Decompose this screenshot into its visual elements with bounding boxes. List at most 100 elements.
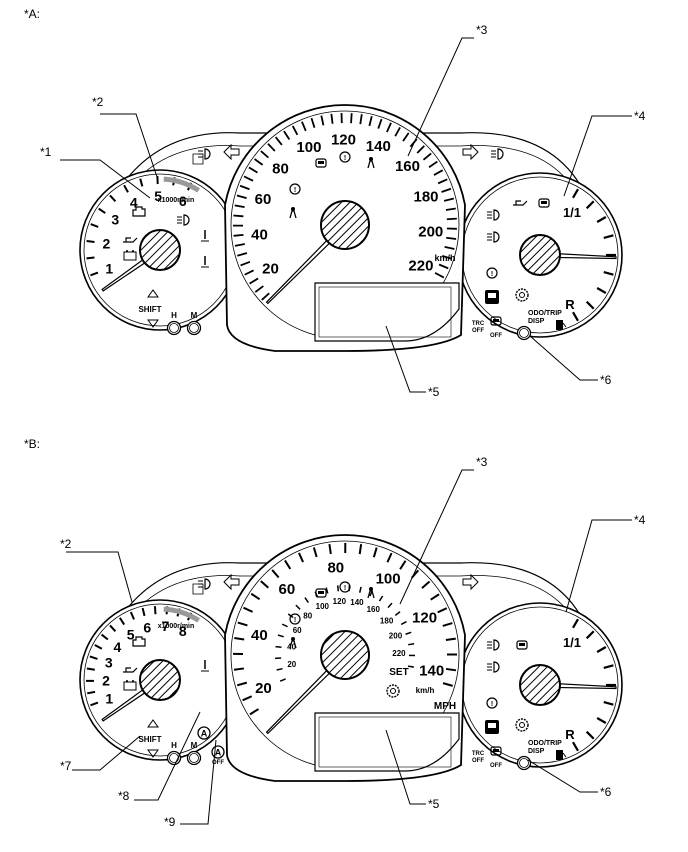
fuel-full-label: 1/1 [563, 635, 581, 650]
speed-tick [283, 130, 291, 140]
mph-tick [328, 543, 332, 555]
battery-icon [123, 681, 137, 691]
shift-down-icon [147, 749, 159, 758]
h-label: H [171, 311, 177, 320]
kmh-tick [281, 623, 288, 628]
car-icon [315, 158, 327, 168]
fuel-tick [585, 730, 595, 740]
mph-number: 20 [255, 680, 272, 697]
fuel-full-label: 1/1 [563, 205, 581, 220]
fuel-tick [596, 287, 607, 294]
lamp-icon [497, 148, 504, 160]
kmh-number: 100 [316, 602, 330, 611]
tach-tick [153, 606, 157, 615]
kmh-tick [407, 665, 415, 668]
speed-tick [434, 272, 445, 279]
disp-label: DISP [528, 748, 545, 755]
fuel-tick [572, 188, 579, 199]
oil-icon [513, 200, 528, 206]
lcd-display [314, 712, 460, 772]
fuel-tick [572, 618, 579, 629]
circle-a-icon: A [215, 748, 222, 758]
speed-tick [248, 166, 258, 174]
lcd-display [314, 282, 460, 342]
car-icon [541, 201, 547, 204]
tach-number: 7 [161, 618, 169, 634]
speed-tick [445, 207, 456, 211]
kmh-number: 120 [333, 597, 347, 606]
speed-tick [433, 169, 444, 176]
kmh-number: 40 [287, 643, 296, 652]
speed-tick [240, 260, 251, 267]
speed-tick [320, 115, 325, 126]
speed-tick [239, 184, 250, 191]
speed-tick [234, 204, 245, 209]
tach-number: 6 [143, 619, 151, 635]
car-icon [493, 319, 499, 322]
brake-icon: ! [491, 701, 493, 708]
fuelpump-icon [556, 750, 563, 760]
person-icon [367, 590, 375, 599]
tach-tick [109, 194, 117, 203]
fuel-hub [519, 234, 561, 276]
callout-5-leader [385, 325, 426, 393]
lamp-icon [493, 231, 500, 243]
callout-4-leader [563, 115, 632, 197]
tach-tick [90, 223, 99, 228]
speed-tick [254, 285, 264, 293]
tach-unit: x1000r/min [158, 623, 195, 630]
person-icon [369, 587, 373, 591]
kmh-tick [325, 587, 329, 594]
speed-tick [446, 217, 457, 221]
kmh-number: 60 [293, 626, 302, 635]
speed-tick [443, 197, 455, 202]
callout-6-leader [529, 335, 598, 381]
tach-number: 5 [154, 188, 162, 204]
tach-number: 6 [179, 193, 187, 209]
kmh-tick [276, 667, 283, 671]
tach-tick [98, 207, 106, 214]
fuel-tick [572, 311, 579, 322]
speed-tick [244, 269, 255, 276]
callout-2-leader [100, 113, 159, 181]
tach-number: 3 [111, 212, 119, 228]
fuel-tick [603, 664, 614, 669]
brake-icon: ! [491, 271, 493, 278]
tach-number: 2 [103, 235, 111, 251]
car-icon [315, 588, 327, 598]
tach-number: 3 [105, 655, 113, 671]
kmh-tick [400, 620, 407, 626]
a-off-label: OFF [212, 760, 224, 766]
speed-tick [441, 187, 452, 193]
skid-icon [488, 293, 496, 298]
mph-tick [445, 637, 456, 642]
car-icon [493, 749, 499, 752]
fuel-reserve-label: R [565, 297, 575, 312]
tach-unit: x1000r/min [158, 197, 195, 204]
h-button [169, 323, 179, 333]
callout-4: *4 [634, 513, 646, 527]
mph-number: 120 [412, 610, 437, 627]
tach-number: 4 [113, 639, 121, 655]
mph-tick [271, 569, 280, 579]
fuel-tick [603, 271, 614, 276]
mph-tick [237, 621, 248, 627]
mph-tick [445, 667, 457, 672]
speed-tick [438, 263, 449, 270]
kmh-tick [408, 642, 415, 646]
tach-tick [123, 184, 129, 193]
shift-label: SHIFT [138, 735, 161, 744]
fuel-reserve-label: R [565, 727, 575, 742]
callout-3: *3 [476, 23, 488, 37]
mph-number: 60 [279, 581, 296, 598]
kmh-number: 220 [392, 649, 406, 658]
mph-tick [312, 547, 318, 558]
fuel-tick [603, 701, 614, 706]
kmh-tick [387, 602, 393, 609]
speed-tick [394, 127, 401, 137]
person-icon [289, 640, 297, 649]
mph-tick [233, 667, 245, 671]
fuel-tick [585, 630, 595, 640]
fuel-tick [596, 216, 607, 223]
